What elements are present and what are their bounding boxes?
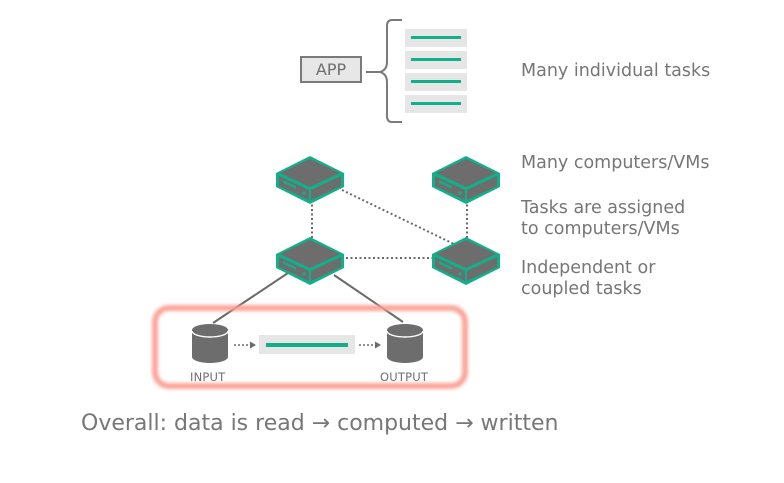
server-icon — [276, 237, 344, 285]
highlight-box — [152, 305, 468, 389]
arrow-task-to-output — [359, 341, 381, 349]
link-server-output — [333, 274, 404, 323]
link-server-input — [212, 272, 289, 324]
label-independent-line2: coupled tasks — [521, 279, 642, 299]
label-assigned-line1: Tasks are assigned — [521, 198, 686, 218]
label-many-computers: Many computers/VMs — [521, 153, 710, 173]
label-assigned-line2: to computers/VMs — [521, 219, 680, 239]
task-item — [405, 29, 467, 47]
output-label: OUTPUT — [380, 370, 429, 384]
task-item — [405, 95, 467, 113]
task-item — [405, 73, 467, 91]
server-icon — [432, 237, 500, 285]
label-independent-line1: Independent or — [521, 258, 656, 278]
summary-text: Overall: data is read → computed → writt… — [81, 411, 559, 436]
task-list — [405, 29, 467, 113]
arrow-input-to-task — [234, 341, 256, 349]
compute-task — [259, 335, 355, 354]
label-many-tasks: Many individual tasks — [521, 61, 711, 81]
task-item — [405, 51, 467, 69]
database-output-icon — [386, 324, 424, 363]
server-icon — [432, 156, 500, 204]
link-tl-br — [341, 189, 457, 246]
app-box: APP — [300, 56, 362, 83]
server-icon — [276, 156, 344, 204]
database-input-icon — [191, 324, 229, 363]
input-label: INPUT — [190, 370, 226, 384]
curly-brace — [376, 19, 402, 123]
